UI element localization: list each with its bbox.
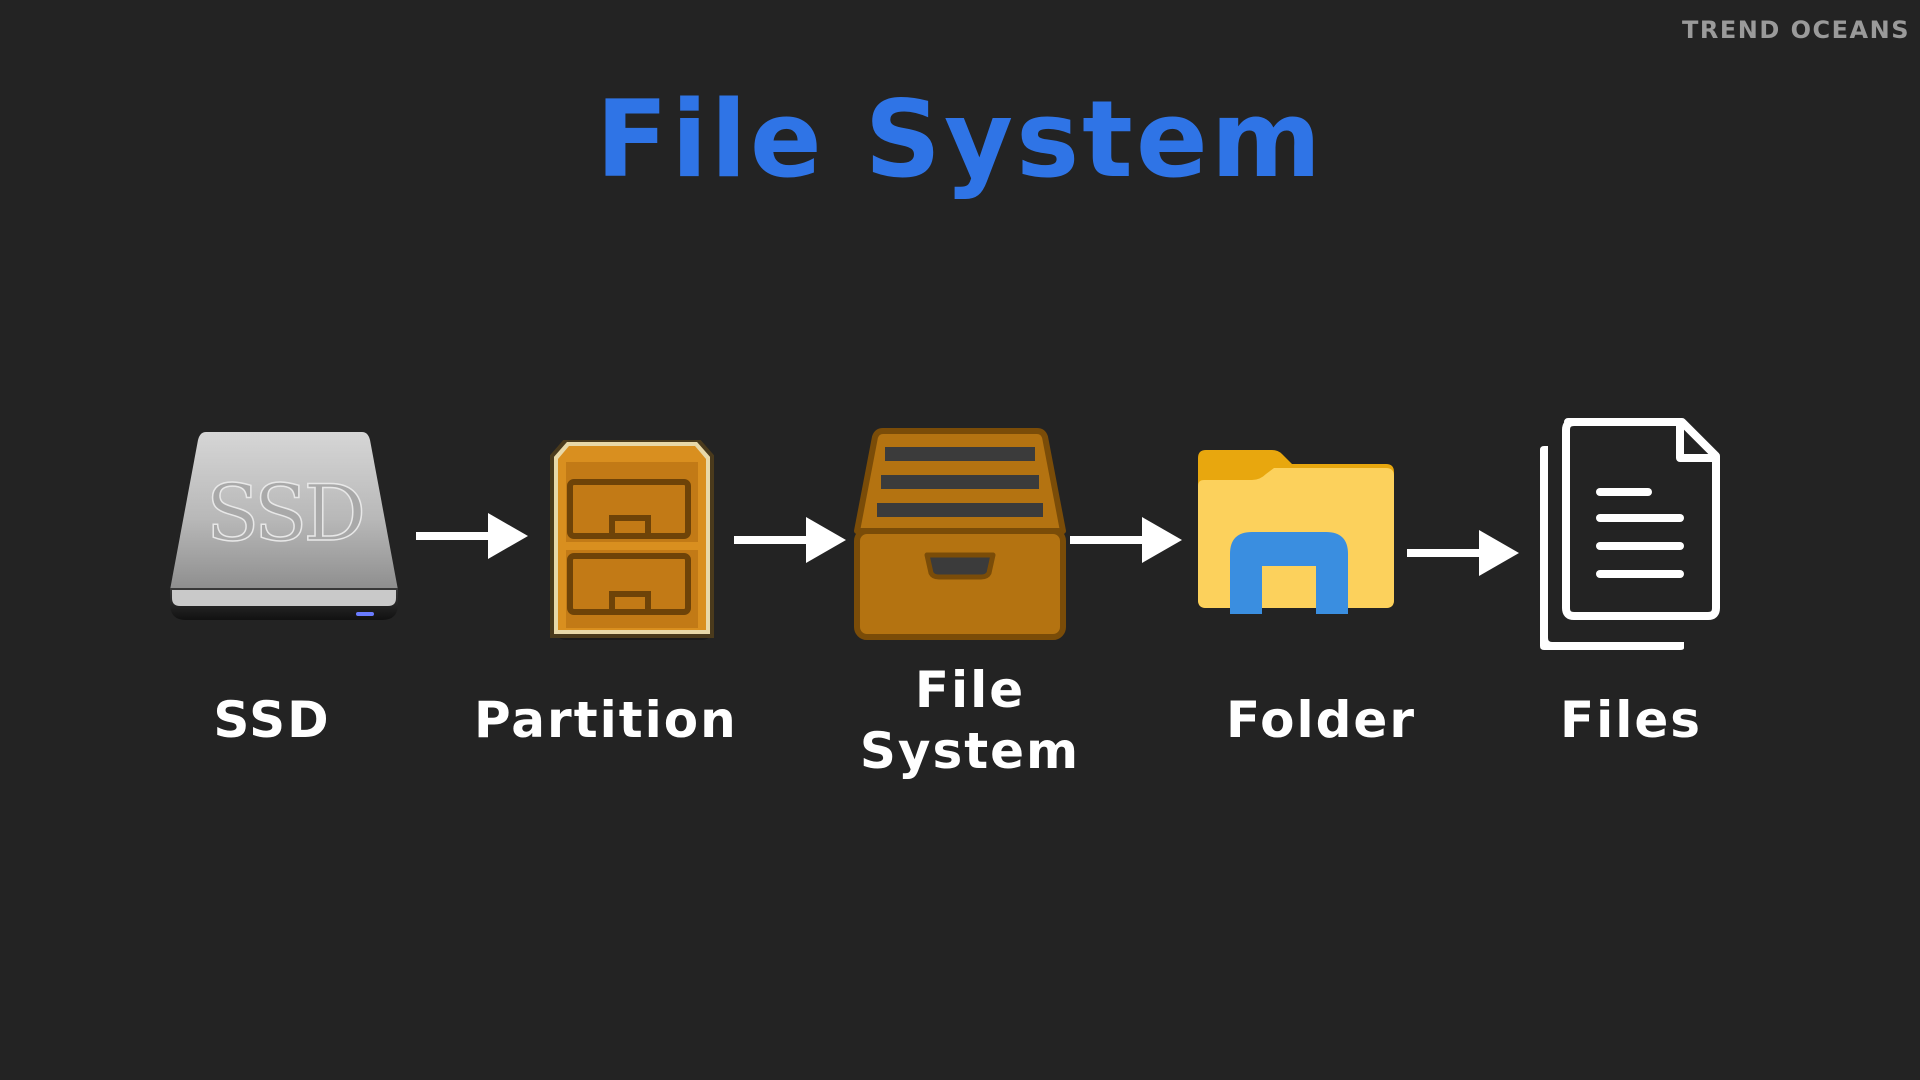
- arrow-icon: [416, 513, 528, 559]
- watermark: TREND OCEANS: [1682, 16, 1910, 44]
- file-tray-icon: [854, 428, 1066, 640]
- step-label-file-system-line1: File: [914, 661, 1026, 719]
- step-label-file-system: File System: [850, 660, 1090, 782]
- page-title: File System: [595, 78, 1325, 201]
- step-label-folder: Folder: [1226, 691, 1416, 749]
- ssd-drive-icon: SSD: [170, 432, 398, 620]
- filing-cabinet-icon: [550, 440, 714, 640]
- arrow-icon: [1407, 530, 1519, 576]
- documents-icon: [1540, 418, 1720, 650]
- step-label-ssd: SSD: [213, 691, 331, 749]
- ssd-icon-text: SSD: [206, 469, 362, 559]
- step-label-partition: Partition: [474, 691, 738, 749]
- step-label-file-system-line2: System: [859, 722, 1081, 780]
- arrow-icon: [734, 517, 846, 563]
- arrow-icon: [1070, 517, 1182, 563]
- folder-icon: [1198, 450, 1394, 614]
- step-label-files: Files: [1559, 691, 1703, 749]
